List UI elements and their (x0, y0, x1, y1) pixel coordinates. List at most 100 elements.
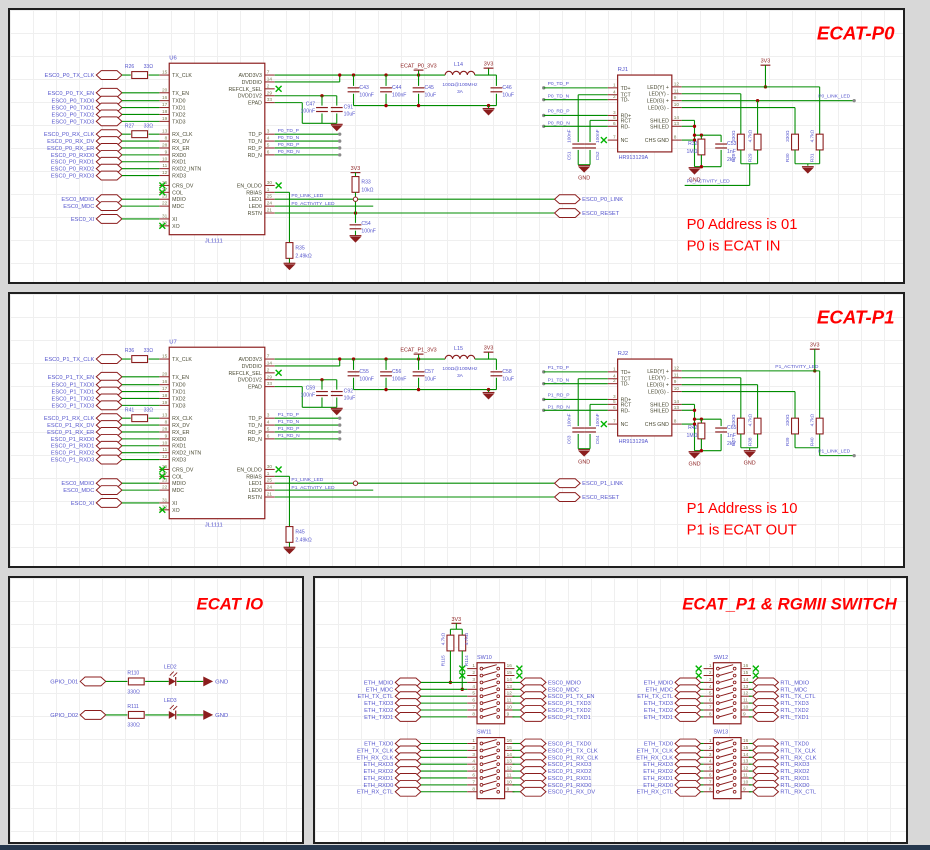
switch-contact[interactable] (479, 780, 501, 787)
res-r45[interactable] (285, 526, 294, 543)
switch-contact[interactable] (479, 787, 501, 794)
res-r32[interactable] (697, 138, 706, 156)
res-r111[interactable] (127, 710, 145, 719)
port-esc0-p0-txd3[interactable] (95, 116, 123, 127)
res-r26[interactable] (131, 71, 149, 80)
port-esc0-mdc[interactable] (95, 201, 123, 212)
switch-contact[interactable] (479, 671, 501, 678)
cap-c44[interactable] (380, 87, 392, 93)
res-r36[interactable] (131, 355, 149, 364)
port-eth-txd1[interactable] (674, 711, 702, 722)
port-rtl-txd1[interactable] (752, 711, 780, 722)
connector-rj2[interactable] (617, 358, 673, 437)
switch-contact[interactable] (716, 712, 737, 719)
port-eth-txd1[interactable] (394, 711, 422, 722)
ind-l15[interactable] (444, 354, 476, 360)
switch-contact[interactable] (716, 787, 737, 794)
cap-c92[interactable] (330, 390, 343, 397)
switch-contact[interactable] (479, 745, 501, 753)
res-r35[interactable] (285, 242, 294, 259)
res-r30[interactable] (791, 133, 800, 151)
ind-l14[interactable] (444, 70, 476, 76)
switch-contact[interactable] (479, 678, 501, 685)
cap-c58[interactable] (490, 371, 503, 377)
switch-contact[interactable] (716, 684, 737, 692)
port-esc0-p0-link[interactable] (553, 194, 581, 205)
port-gpio-d01[interactable] (79, 676, 107, 687)
switch-contact[interactable] (716, 759, 737, 767)
port-esc0-reset[interactable] (553, 208, 581, 218)
port-esc0-mdc[interactable] (95, 485, 123, 496)
res-r37[interactable] (736, 417, 745, 435)
res-r27[interactable] (131, 130, 149, 139)
port-esc0-xi[interactable] (95, 498, 123, 508)
chip-u7[interactable] (168, 346, 266, 520)
res-r115[interactable] (446, 634, 455, 652)
cap-c59[interactable] (316, 390, 328, 397)
switch-contact[interactable] (716, 678, 737, 685)
cap-c56[interactable] (380, 371, 392, 377)
cap-c52[interactable] (584, 143, 596, 149)
led-led2[interactable] (168, 671, 178, 686)
res-r42[interactable] (697, 422, 706, 440)
port-esc0-xi[interactable] (95, 214, 123, 224)
switch-contact[interactable] (479, 698, 501, 705)
cap-c43[interactable] (347, 87, 360, 93)
switch-contact[interactable] (479, 684, 501, 692)
res-r31[interactable] (815, 133, 824, 151)
cap-c63[interactable] (572, 427, 585, 433)
switch-contact[interactable] (716, 780, 737, 787)
switch-contact[interactable] (479, 766, 501, 773)
cap-c57[interactable] (412, 371, 425, 377)
res-r33[interactable] (351, 176, 360, 193)
switch-contact[interactable] (716, 691, 737, 699)
cap-c54[interactable] (349, 224, 362, 230)
port-eth-rx-ctl[interactable] (394, 786, 422, 797)
res-r28[interactable] (736, 133, 745, 151)
switch-contact[interactable] (479, 712, 501, 719)
port-esc0-p0-rxd3[interactable] (95, 170, 123, 181)
port-esc0-p0-tx-clk[interactable] (95, 70, 123, 80)
port-esc0-p1-link[interactable] (553, 478, 581, 489)
switch-contact[interactable] (716, 773, 737, 780)
switch-contact[interactable] (479, 691, 501, 699)
port-gpio-d02[interactable] (79, 710, 107, 720)
connector-rj1[interactable] (617, 74, 673, 153)
switch-contact[interactable] (716, 752, 737, 760)
port-esc0-p1-txd1[interactable] (519, 711, 547, 722)
cap-c91[interactable] (330, 106, 343, 113)
res-r38[interactable] (753, 417, 762, 435)
cap-c51[interactable] (572, 143, 585, 149)
port-rtl-rx-ctl[interactable] (752, 786, 780, 797)
led-led3[interactable] (168, 704, 178, 720)
res-r40[interactable] (815, 417, 824, 435)
cap-c47[interactable] (316, 106, 328, 113)
switch-contact[interactable] (479, 664, 501, 671)
cap-c65[interactable] (715, 427, 728, 433)
res-r110[interactable] (127, 677, 145, 686)
port-esc0-p1-rx-dv[interactable] (519, 786, 547, 797)
res-r39[interactable] (791, 417, 800, 435)
cap-c46[interactable] (490, 87, 503, 93)
switch-contact[interactable] (716, 671, 737, 678)
switch-contact[interactable] (716, 664, 737, 671)
chip-u6[interactable] (168, 62, 266, 236)
port-esc0-p1-rxd3[interactable] (95, 454, 123, 465)
port-esc0-p1-txd3[interactable] (95, 400, 123, 411)
switch-contact[interactable] (479, 705, 501, 712)
cap-c45[interactable] (412, 87, 425, 93)
switch-contact[interactable] (716, 745, 737, 753)
switch-contact[interactable] (479, 739, 501, 746)
switch-contact[interactable] (479, 759, 501, 767)
res-r29[interactable] (753, 133, 762, 151)
switch-contact[interactable] (479, 752, 501, 760)
switch-contact[interactable] (716, 705, 737, 712)
cap-c55[interactable] (347, 371, 360, 377)
res-r41[interactable] (131, 414, 149, 423)
cap-c53[interactable] (715, 143, 728, 149)
switch-contact[interactable] (716, 739, 737, 746)
port-esc0-p1-tx-clk[interactable] (95, 354, 123, 364)
switch-contact[interactable] (716, 698, 737, 705)
port-esc0-reset[interactable] (553, 492, 581, 502)
switch-contact[interactable] (716, 766, 737, 773)
